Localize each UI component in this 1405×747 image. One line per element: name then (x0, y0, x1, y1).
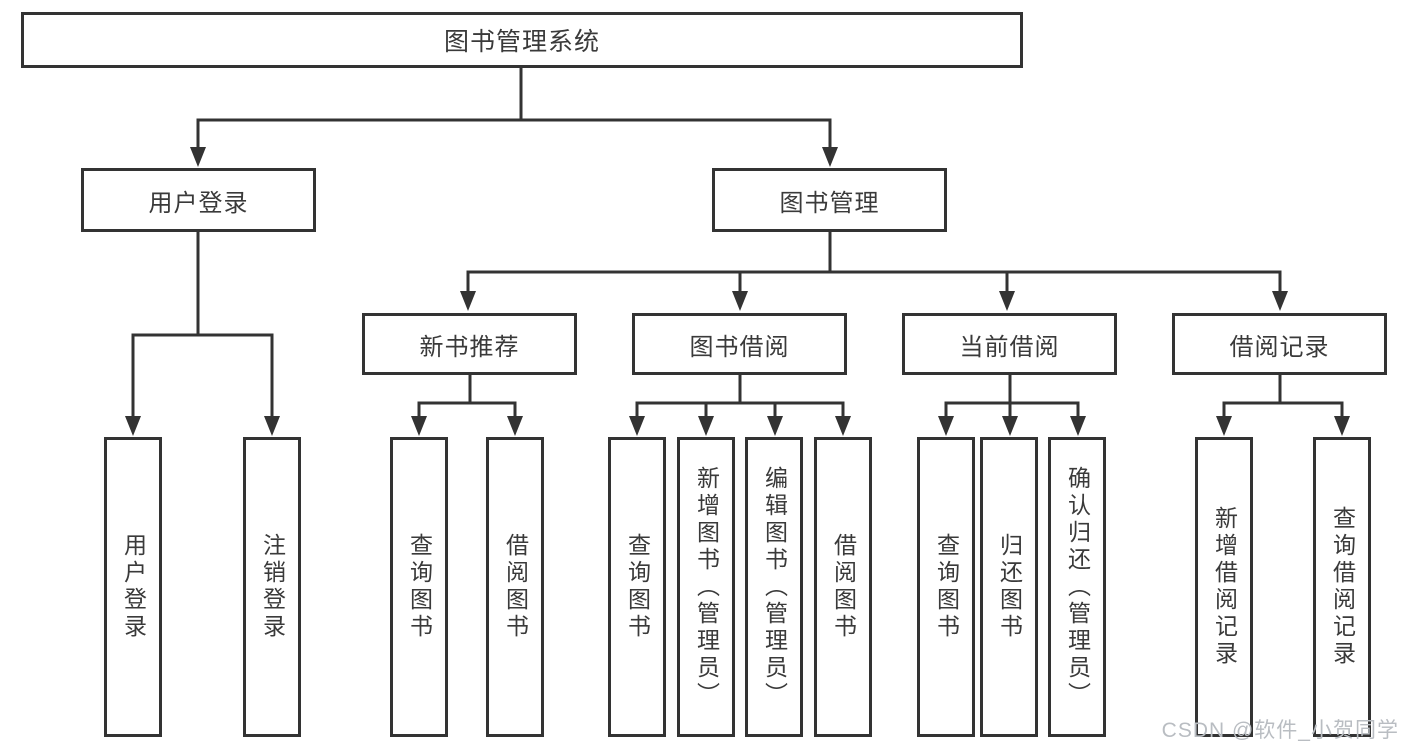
node-book-management: 图书管理 (712, 168, 947, 232)
node-user-login: 用户登录 (81, 168, 316, 232)
node-current-borrowing: 当前借阅 (902, 313, 1117, 375)
connector-book-mgmt-to-level3 (466, 232, 1282, 294)
node-label: 新增图书（管理员） (693, 465, 720, 709)
node-leaf-query-books-borrow: 查询图书 (608, 437, 666, 737)
node-label: 用户登录 (148, 189, 249, 217)
node-label: 用户登录 (120, 533, 147, 641)
node-leaf-add-books-admin: 新增图书（管理员） (677, 437, 735, 737)
node-leaf-query-borrow-record: 查询借阅记录 (1313, 437, 1371, 737)
node-leaf-borrow-books-recommend: 借阅图书 (486, 437, 544, 737)
node-label: 归还图书 (996, 533, 1023, 641)
node-leaf-confirm-return-admin: 确认归还（管理员） (1048, 437, 1106, 737)
node-leaf-query-books-current: 查询图书 (917, 437, 975, 737)
node-new-book-recommend: 新书推荐 (362, 313, 577, 375)
node-label: 新书推荐 (419, 333, 520, 361)
node-leaf-query-books-recommend: 查询图书 (390, 437, 448, 737)
node-label: 查询图书 (933, 533, 960, 641)
node-borrowing-records: 借阅记录 (1172, 313, 1387, 375)
node-label: 图书管理 (779, 189, 880, 217)
node-root: 图书管理系统 (21, 12, 1023, 68)
node-label: 确认归还（管理员） (1064, 465, 1091, 709)
connector-user-login-to-leaves (131, 232, 274, 419)
node-label: 查询借阅记录 (1329, 506, 1356, 668)
node-label: 借阅记录 (1229, 333, 1330, 361)
node-label: 借阅图书 (830, 533, 857, 641)
node-label: 查询图书 (624, 533, 651, 641)
node-leaf-return-books: 归还图书 (980, 437, 1038, 737)
node-leaf-borrow-books: 借阅图书 (814, 437, 872, 737)
node-leaf-edit-books-admin: 编辑图书（管理员） (745, 437, 803, 737)
node-label: 注销登录 (259, 533, 286, 641)
connector-borrow-records-to-leaves (1222, 375, 1344, 419)
node-label: 编辑图书（管理员） (761, 465, 788, 709)
connector-current-borrow-to-leaves (944, 375, 1080, 419)
node-label: 当前借阅 (959, 333, 1060, 361)
node-label: 图书借阅 (689, 333, 790, 361)
node-label: 查询图书 (406, 533, 433, 641)
csdn-watermark: CSDN @软件_小贺同学 (1161, 719, 1399, 742)
connector-book-borrow-to-leaves (635, 375, 845, 419)
node-leaf-user-login: 用户登录 (104, 437, 162, 737)
node-book-borrowing: 图书借阅 (632, 313, 847, 375)
node-leaf-logout: 注销登录 (243, 437, 301, 737)
node-leaf-add-borrow-record: 新增借阅记录 (1195, 437, 1253, 737)
node-label: 借阅图书 (502, 533, 529, 641)
arrowheads (125, 147, 1350, 436)
connector-new-book-rec-to-leaves (417, 375, 517, 419)
connector-root-to-level2 (196, 68, 832, 150)
node-label: 新增借阅记录 (1211, 506, 1238, 668)
node-label: 图书管理系统 (443, 28, 600, 56)
